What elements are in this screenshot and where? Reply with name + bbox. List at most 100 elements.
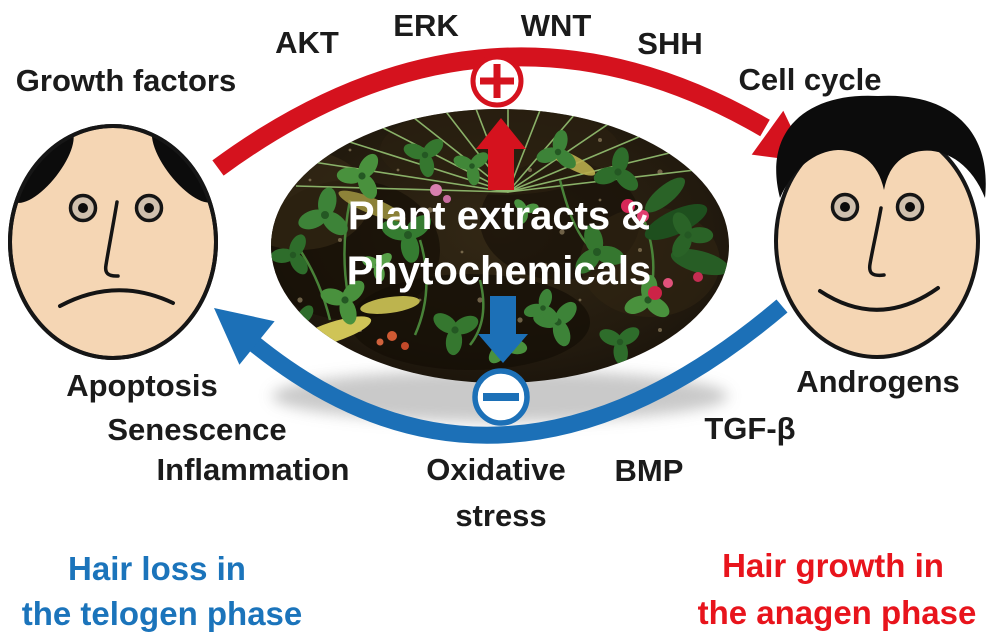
plant-shape bbox=[538, 288, 553, 310]
plant-shape bbox=[433, 313, 458, 334]
plant-shape bbox=[670, 248, 729, 276]
plant-shape bbox=[617, 327, 640, 346]
plant-shape bbox=[599, 329, 622, 346]
plant-shape bbox=[401, 342, 409, 350]
plant-shape bbox=[555, 149, 576, 169]
caption-hair-growth-line1: Hair growth in bbox=[722, 547, 944, 584]
plant-shape bbox=[387, 331, 397, 341]
plant-shape bbox=[540, 305, 546, 311]
plant-shape bbox=[612, 147, 629, 174]
plant-shape bbox=[339, 298, 357, 325]
plant-shape bbox=[684, 231, 692, 239]
plant-shape bbox=[427, 207, 433, 213]
plant-shape bbox=[552, 129, 568, 154]
plant-shape bbox=[430, 184, 442, 196]
plant-shape bbox=[343, 199, 352, 296]
oval-text-line2: Phytochemicals bbox=[347, 249, 652, 293]
label-tgf-beta: TGF-β bbox=[704, 411, 795, 446]
label-shh: SHH bbox=[637, 26, 702, 61]
haired-face bbox=[774, 95, 986, 359]
plant-shape bbox=[466, 164, 480, 186]
plant-shape bbox=[507, 127, 661, 193]
plant-shape bbox=[405, 215, 432, 239]
plant-shape bbox=[613, 340, 628, 365]
plant-shape bbox=[321, 211, 329, 219]
plant-shape bbox=[536, 147, 560, 164]
plant-shape bbox=[297, 297, 303, 303]
plant-shape bbox=[358, 172, 366, 180]
label-growth-factors: Growth factors bbox=[16, 63, 236, 98]
label-akt: AKT bbox=[275, 25, 339, 60]
frown-mouth bbox=[58, 288, 175, 308]
plant-shape bbox=[554, 148, 562, 156]
plant-shape bbox=[615, 168, 639, 191]
plant-shape bbox=[598, 138, 602, 142]
plant-shape bbox=[593, 166, 620, 185]
plant-shape bbox=[469, 279, 485, 346]
plant-shape bbox=[298, 209, 328, 230]
label-erk: ERK bbox=[393, 8, 459, 43]
label-inflammation: Inflammation bbox=[157, 452, 350, 487]
plant-shape bbox=[348, 148, 352, 152]
smile-mouth bbox=[818, 286, 940, 312]
plant-shape bbox=[644, 177, 686, 213]
plant-shape bbox=[517, 317, 523, 323]
plant-shape bbox=[638, 248, 642, 252]
plant-shape bbox=[614, 168, 622, 176]
plant-shape bbox=[376, 253, 392, 268]
down-arrow-icon bbox=[478, 296, 528, 363]
plant-shape bbox=[469, 163, 475, 169]
plant-shape bbox=[357, 173, 378, 199]
plant-shape bbox=[686, 227, 714, 244]
plant-shape bbox=[362, 256, 380, 269]
plant-shape bbox=[360, 296, 420, 314]
plant-shape bbox=[297, 319, 303, 325]
plant-shape bbox=[575, 248, 601, 274]
caption-hair-loss-line1: Hair loss in bbox=[68, 550, 246, 587]
plant-shape bbox=[320, 288, 347, 306]
plant-shape bbox=[644, 296, 652, 304]
plant-shape bbox=[672, 232, 692, 258]
right-eye-icon bbox=[895, 192, 925, 222]
balding-face bbox=[8, 124, 218, 360]
label-oxidative-line2: stress bbox=[455, 498, 546, 533]
plant-shape bbox=[543, 263, 547, 267]
plant-shape bbox=[298, 249, 332, 321]
plant-shape bbox=[598, 198, 602, 202]
plant-shape bbox=[523, 303, 545, 318]
label-wnt: WNT bbox=[521, 8, 592, 43]
nose-line bbox=[867, 206, 886, 278]
label-senescence: Senescence bbox=[107, 412, 286, 447]
oval-text-line1: Plant extracts & bbox=[348, 194, 650, 238]
plant-shape bbox=[514, 199, 527, 212]
plant-shape bbox=[452, 315, 479, 335]
plant-shape bbox=[693, 272, 703, 282]
plant-shape bbox=[375, 262, 381, 268]
plant-shape bbox=[295, 185, 509, 193]
plant-shape bbox=[460, 250, 464, 254]
plant-shape bbox=[637, 210, 649, 222]
plant-shape bbox=[308, 178, 312, 182]
plant-shape bbox=[528, 168, 532, 172]
plant-shape bbox=[338, 190, 406, 222]
plant-shape bbox=[624, 295, 651, 314]
plant-shape bbox=[338, 238, 342, 242]
plant-shape bbox=[280, 314, 302, 328]
plant-shape bbox=[373, 263, 385, 282]
plant-shape bbox=[404, 231, 412, 239]
plant-shape bbox=[403, 143, 427, 160]
plant-shape bbox=[658, 328, 662, 332]
plant-shape bbox=[358, 153, 379, 179]
label-cell-cycle: Cell cycle bbox=[738, 62, 881, 97]
plant-shape bbox=[507, 109, 549, 193]
plant-photo-oval: Plant extracts & Phytochemicals bbox=[271, 109, 729, 383]
plant-shape bbox=[271, 248, 295, 263]
label-androgens: Androgens bbox=[796, 364, 960, 399]
caption-hair-growth-line2: the anagen phase bbox=[698, 594, 977, 631]
plant-shape bbox=[318, 187, 337, 218]
plant-shape bbox=[289, 251, 297, 259]
plant-shape bbox=[477, 297, 483, 303]
plant-shape bbox=[663, 278, 673, 288]
